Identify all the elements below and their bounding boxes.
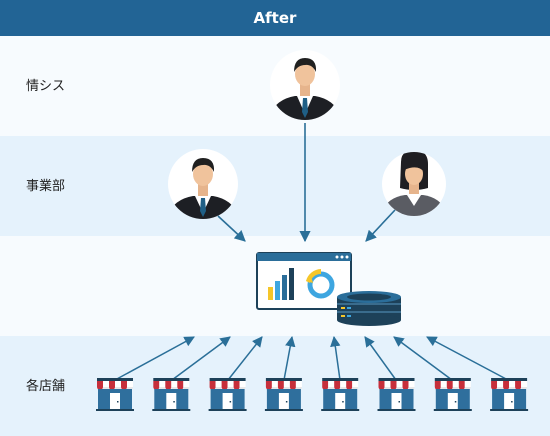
arrow-business-left-to-system bbox=[217, 215, 246, 242]
arrow-store-3 bbox=[227, 336, 263, 381]
arrow-store-7 bbox=[393, 336, 453, 381]
arrow-store-1 bbox=[114, 336, 195, 381]
row-label-it: 情シス bbox=[26, 79, 66, 94]
store-icon bbox=[264, 378, 303, 411]
store-icon bbox=[208, 378, 247, 411]
store-arrows bbox=[114, 335, 509, 381]
arrow-store-2 bbox=[171, 336, 231, 381]
store-icon bbox=[96, 378, 134, 411]
store-icon bbox=[152, 378, 191, 411]
arrow-store-6 bbox=[364, 336, 397, 381]
store-icon bbox=[321, 378, 360, 411]
arrow-business-right-to-system bbox=[365, 209, 396, 242]
stores bbox=[96, 378, 529, 411]
row-label-stores: 各店舗 bbox=[26, 379, 66, 394]
business-staff-male-avatar bbox=[168, 149, 238, 219]
arrow-store-5 bbox=[330, 335, 341, 381]
store-icon bbox=[377, 378, 416, 411]
arrow-store-4 bbox=[283, 335, 296, 381]
header-title: After bbox=[0, 0, 550, 36]
people-arrows bbox=[217, 123, 396, 243]
dashboard-window-icon bbox=[256, 252, 352, 310]
business-staff-female-avatar bbox=[382, 152, 446, 216]
store-icon bbox=[490, 378, 529, 411]
it-staff-avatar bbox=[270, 50, 340, 120]
row-label-business: 事業部 bbox=[26, 179, 66, 194]
arrow-store-8 bbox=[426, 336, 509, 381]
row-band-business bbox=[0, 136, 550, 236]
database-icon bbox=[337, 291, 401, 326]
store-icon bbox=[433, 378, 472, 411]
